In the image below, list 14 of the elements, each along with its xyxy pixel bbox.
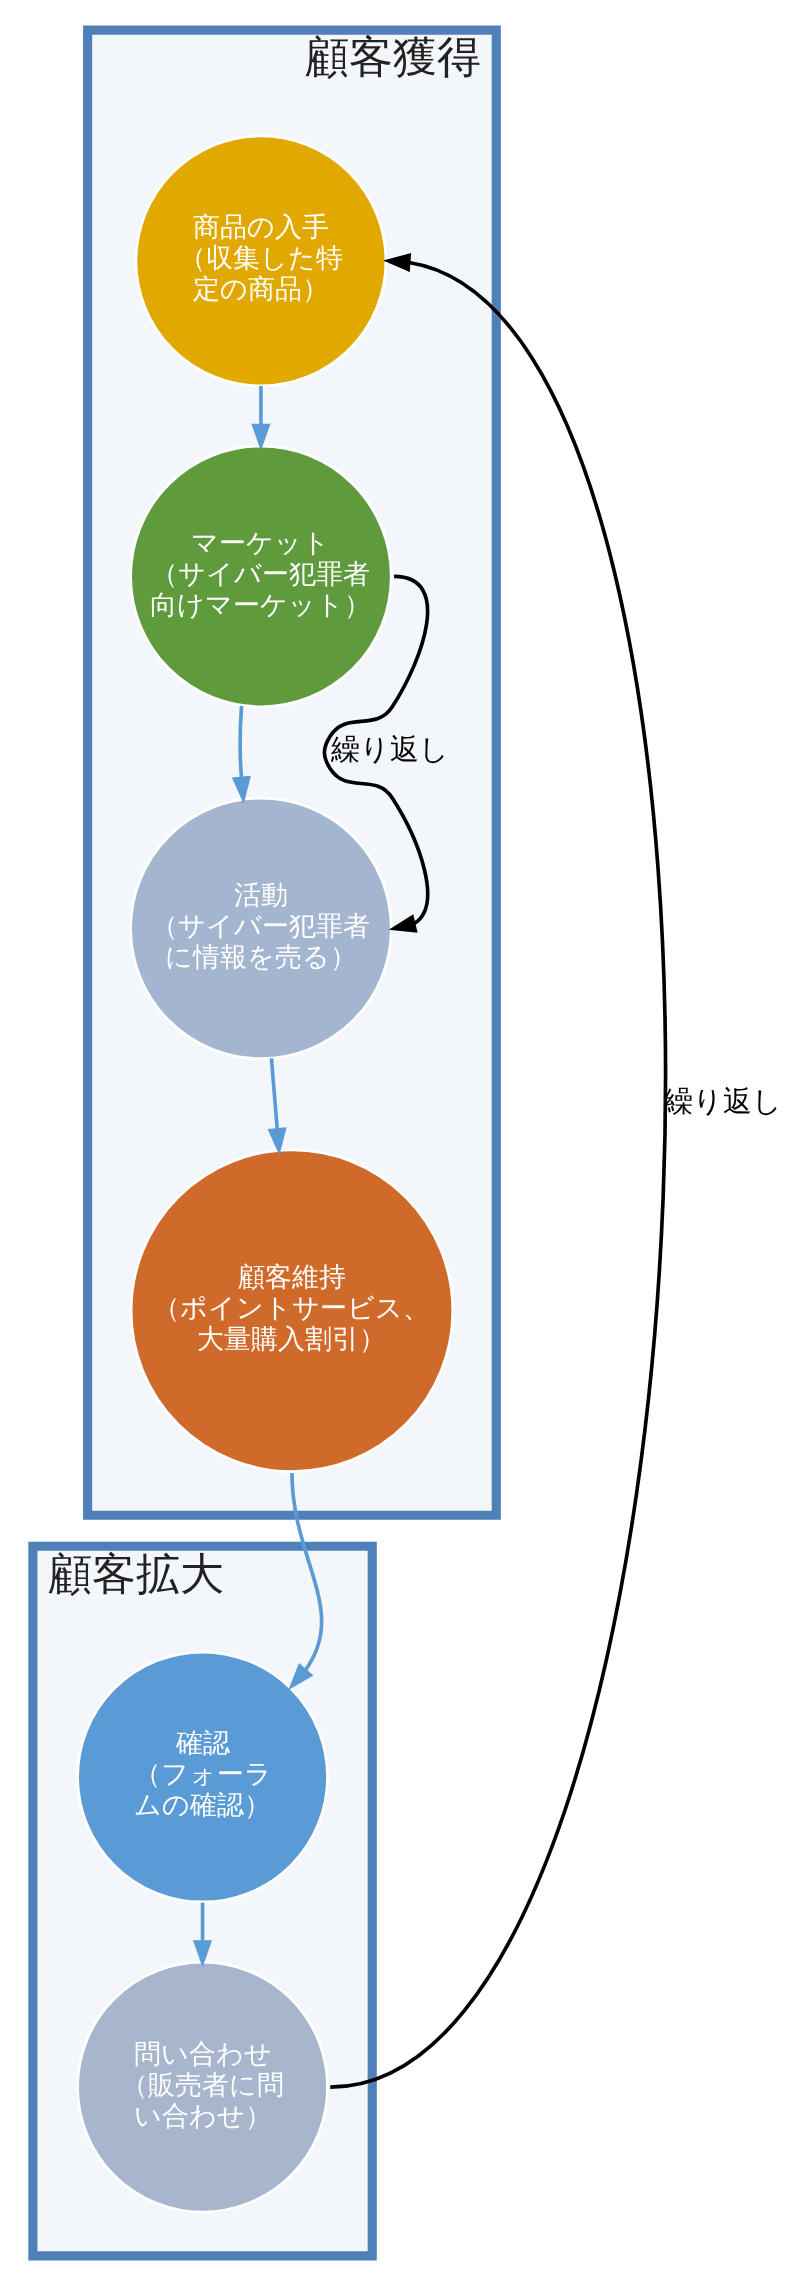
node-circle: 顧客維持 （ポイントサービス、大量購入割引） <box>129 1148 454 1473</box>
node-circle: 問い合わせ （販売者に問い合わせ） <box>75 1960 329 2214</box>
arrow <box>267 1058 287 1156</box>
node-circle: 確認 （フォーラムの確認） <box>75 1650 329 1904</box>
arrow <box>231 705 251 804</box>
edge-label: 繰り返し <box>330 732 449 767</box>
node-circle: 商品の入手 （収集した特定の商品） <box>134 134 387 388</box>
arrow <box>329 253 666 2089</box>
arrow <box>250 386 271 452</box>
arrow <box>192 1902 212 1968</box>
arrow <box>322 574 429 933</box>
node-circle: 活動 （サイバー犯罪者に情報を売る） <box>128 796 393 1061</box>
arrow <box>287 1473 323 1690</box>
node-circle: マーケット （サイバー犯罪者向けマーケット） <box>128 444 393 709</box>
